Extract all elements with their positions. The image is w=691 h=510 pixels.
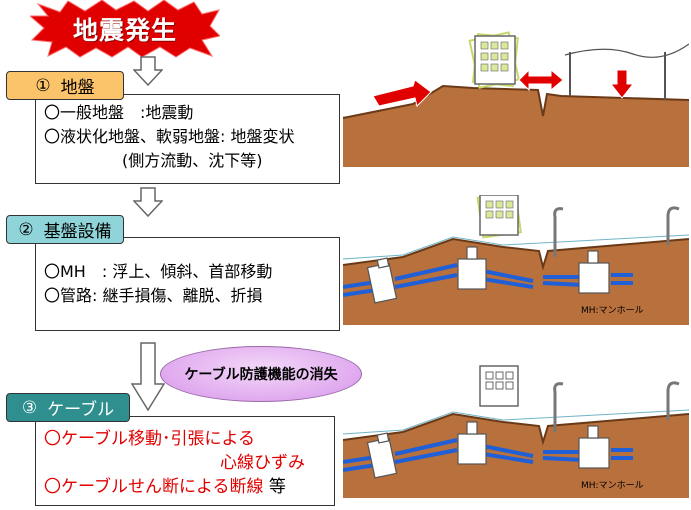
section3-line: 心線ひずみ <box>220 453 305 473</box>
section1-tab: ① 地盤 <box>6 71 124 100</box>
down-arrow-icon <box>133 56 163 86</box>
header-title: 地震発生 <box>72 16 177 45</box>
section2-line: 〇MH : 浮上、傾斜、首部移動 <box>44 262 273 281</box>
section1-line: 〇一般地盤 :地震動 <box>44 103 194 122</box>
section2-tab: ② 基盤設備 <box>6 215 124 244</box>
section2-box: 〇MH : 浮上、傾斜、首部移動 〇管路: 継手損傷、離脱、折損 <box>35 237 340 331</box>
section3-number: ③ <box>21 397 38 418</box>
mh-note: MH:マンホール <box>581 480 644 491</box>
section1-label: 地盤 <box>60 78 95 98</box>
section1-box: 〇一般地盤 :地震動 〇液状化地盤、軟弱地盤: 地盤変状 (側方流動、沈下等) <box>35 94 340 184</box>
callout-text: ケーブル防護機能の消失 <box>184 367 338 383</box>
down-arrow-icon <box>131 342 165 412</box>
section2-number: ② <box>18 219 34 240</box>
section2-label: 基盤設備 <box>43 222 112 242</box>
section3-tab: ③ ケーブル <box>6 393 130 422</box>
section3-line-text: 〇ケーブルせん断による断線 <box>44 477 264 497</box>
section3-tail: 等 <box>268 477 286 497</box>
cable-damage-illustration: MH:マンホール <box>343 365 689 498</box>
section1-sub: (側方流動、沈下等) <box>122 151 263 170</box>
section3-box: 〇ケーブル移動･引張による 心線ひずみ 〇ケーブルせん断による断線 等 <box>35 416 335 506</box>
section3-line: 〇ケーブル移動･引張による <box>44 429 255 449</box>
down-arrow-icon <box>133 187 163 217</box>
earthquake-burst-shape <box>30 0 220 58</box>
cable-protection-loss-callout: ケーブル防護機能の消失 <box>160 346 362 402</box>
infrastructure-damage-illustration: MH:マンホール <box>343 195 689 325</box>
section3-line: 〇ケーブルせん断による断線 等 <box>44 475 334 499</box>
section2-line: 〇管路: 継手損傷、離脱、折損 <box>44 286 263 305</box>
section1-number: ① <box>35 75 51 96</box>
section3-label: ケーブル <box>47 400 115 420</box>
section1-line: 〇液状化地盤、軟弱地盤: 地盤変状 <box>44 127 295 146</box>
ground-deformation-illustration <box>343 31 689 167</box>
mh-note: MH:マンホール <box>581 305 644 316</box>
